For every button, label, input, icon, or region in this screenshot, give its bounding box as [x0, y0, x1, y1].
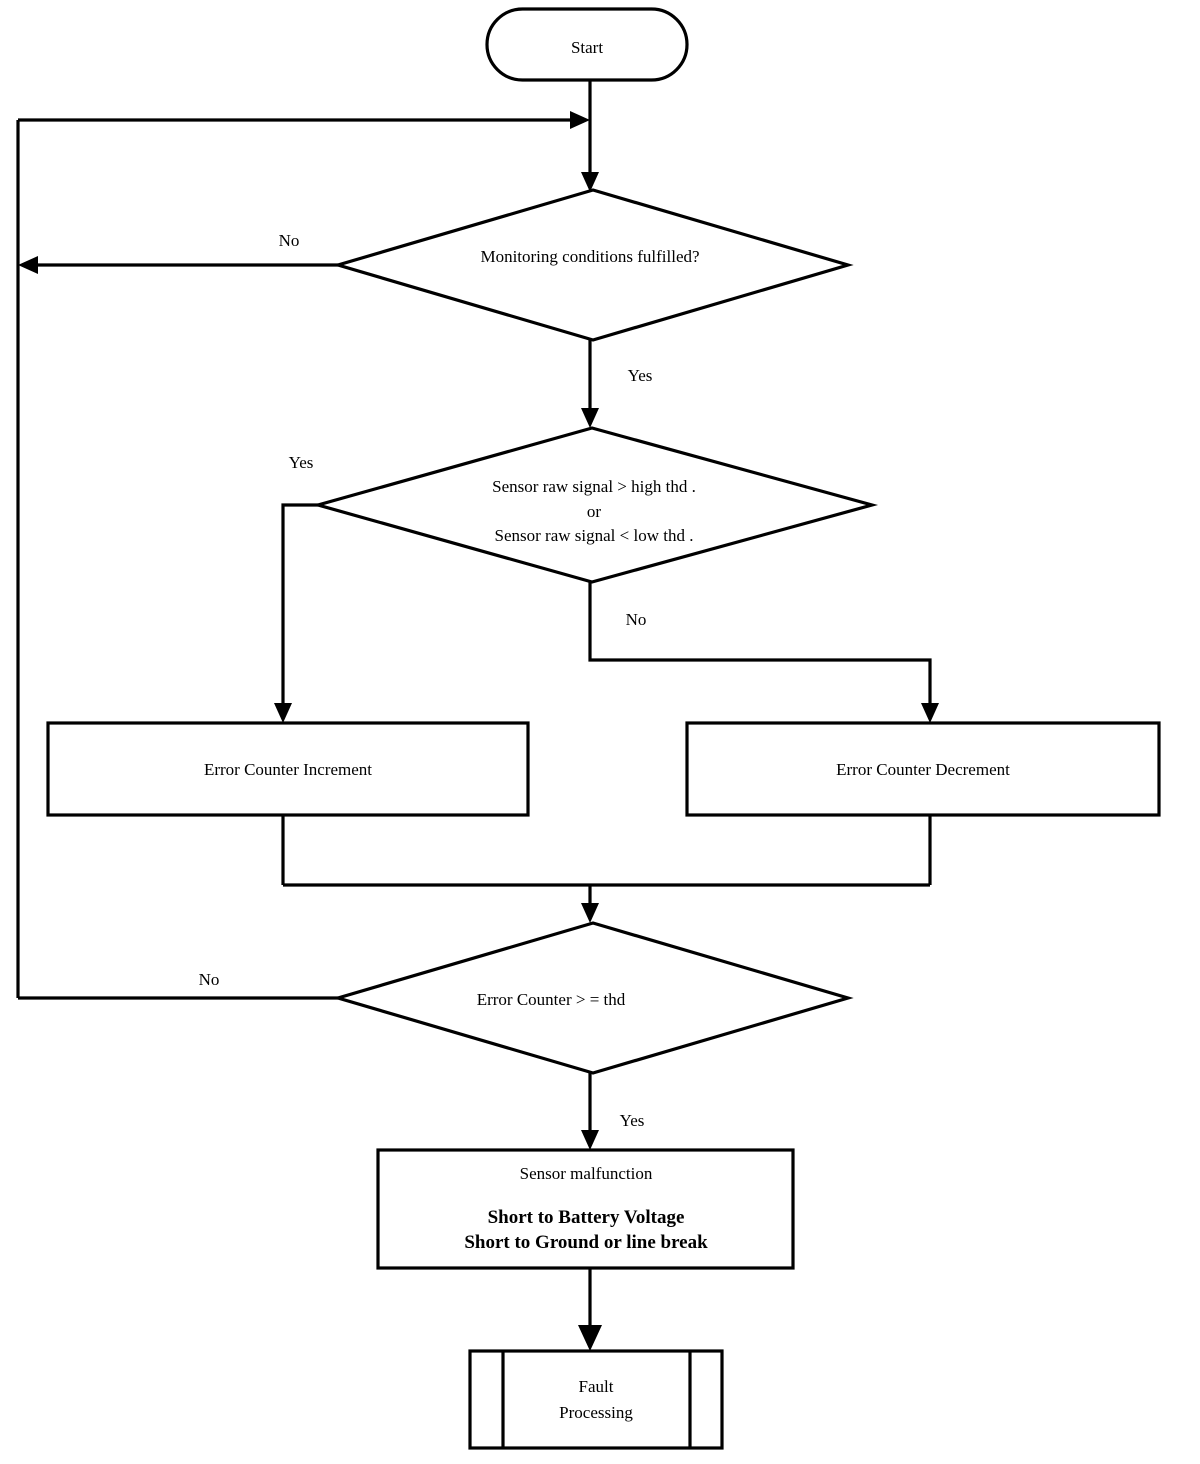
malfunction-line3: Short to Ground or line break [464, 1232, 708, 1253]
edge-label-counter-yes: Yes [620, 1111, 645, 1130]
connector-monitoring-yes [581, 340, 599, 428]
decision-counter-label: Error Counter > = thd [477, 990, 626, 1009]
start-label: Start [571, 38, 603, 57]
decision-threshold-line1: Sensor raw signal > high thd . [492, 477, 696, 496]
node-start[interactable]: Start [485, 7, 689, 82]
connector-loopback-top [18, 111, 590, 129]
malfunction-line2: Short to Battery Voltage [488, 1207, 685, 1228]
connector-threshold-yes [274, 503, 318, 723]
decision-threshold-line3: Sensor raw signal < low thd . [495, 526, 694, 545]
connector-start-to-monitoring [581, 80, 599, 192]
connector-counter-yes [581, 1073, 599, 1150]
node-decision-counter[interactable]: Error Counter > = thd [332, 921, 854, 1075]
node-decision-threshold[interactable]: Sensor raw signal > high thd . or Sensor… [312, 426, 879, 584]
connector-threshold-no [588, 582, 939, 723]
counter-increment-label: Error Counter Increment [204, 760, 372, 779]
malfunction-line1: Sensor malfunction [520, 1164, 653, 1183]
connector-malfunction-to-fault [578, 1268, 602, 1351]
counter-decrement-label: Error Counter Decrement [836, 760, 1010, 779]
edge-label-monitoring-yes: Yes [628, 366, 653, 385]
fault-processing-line1: Fault [579, 1377, 614, 1396]
fault-processing-line2: Processing [559, 1403, 633, 1422]
node-malfunction[interactable]: Sensor malfunction Short to Battery Volt… [376, 1148, 795, 1270]
connector-monitoring-no [18, 256, 338, 274]
node-counter-increment[interactable]: Error Counter Increment [46, 721, 530, 817]
connector-merge-to-counter [581, 885, 599, 923]
edge-label-counter-no: No [199, 970, 220, 989]
edge-label-threshold-yes: Yes [289, 453, 314, 472]
node-decision-monitoring[interactable]: Monitoring conditions fulfilled? [332, 188, 854, 342]
edge-label-monitoring-no: No [279, 231, 300, 250]
node-fault-processing[interactable]: Fault Processing [468, 1349, 724, 1450]
decision-threshold-line2: or [587, 502, 602, 521]
decision-monitoring-label: Monitoring conditions fulfilled? [480, 247, 699, 266]
edge-label-threshold-no: No [626, 610, 647, 629]
node-counter-decrement[interactable]: Error Counter Decrement [685, 721, 1161, 817]
